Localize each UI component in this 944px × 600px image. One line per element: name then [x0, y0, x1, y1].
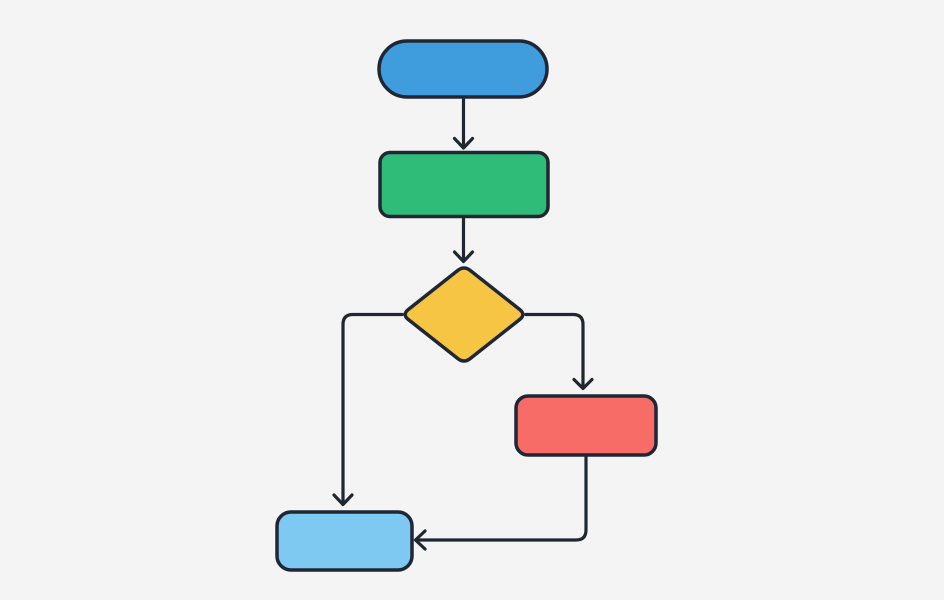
flowchart-content — [275, 39, 658, 572]
arrowhead-start-to-process — [452, 136, 475, 150]
arrowhead-action-to-end — [413, 529, 427, 551]
process-node — [378, 150, 550, 219]
start-node — [377, 39, 549, 99]
action-node — [514, 394, 658, 457]
edge-decision-to-end — [341, 312, 404, 506]
decision-node — [403, 266, 525, 363]
arrowhead-decision-to-action — [572, 377, 594, 391]
edge-action-to-end — [414, 453, 588, 542]
edge-decision-to-action — [524, 312, 585, 390]
end-node — [275, 510, 414, 572]
arrowhead-decision-to-end — [332, 493, 354, 507]
arrowhead-process-to-decision — [452, 250, 475, 264]
